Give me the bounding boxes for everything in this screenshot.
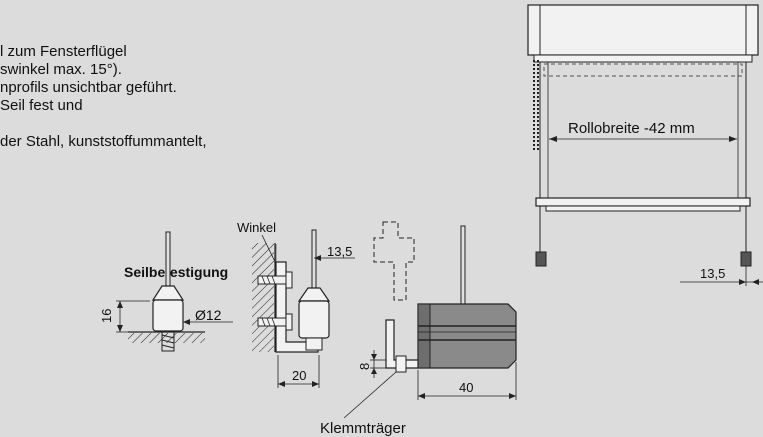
cylinder [298, 300, 330, 339]
text-line-3: nprofils unsichtbar geführt. [0, 79, 177, 96]
seilbefestigung-label: Seilbefestigung [124, 264, 228, 280]
klemmtraeger-leader [343, 371, 397, 419]
weight-left [535, 251, 547, 267]
klemmtraeger-label: Klemmträger [320, 420, 406, 437]
winkel-drawing: Winkel 13,5 20 [237, 220, 355, 388]
winkel-label: Winkel [237, 220, 276, 235]
wall-hatch [252, 243, 274, 352]
rollobreite-label: Rollobreite -42 mm [568, 120, 695, 137]
weight-right [740, 251, 752, 267]
cylinder [152, 299, 184, 332]
dim-13-5-winkel: 13,5 [327, 244, 352, 259]
rope [165, 231, 171, 287]
rollo-frame [527, 4, 759, 56]
bottom-bar [535, 197, 751, 207]
text-line-4: Seil fest und [0, 97, 83, 114]
rope [460, 225, 466, 305]
ground-hatch [128, 333, 205, 343]
dim-40: 40 [459, 380, 473, 395]
dim-8: 8 [357, 363, 372, 370]
rope [311, 229, 317, 289]
seilbefestigung-drawing: Seilbefestigung 16 Ø12 [99, 231, 233, 352]
dim-13-5-rollo: 13,5 [700, 266, 725, 281]
rollo-drawing: Rollobreite -42 mm 13,5 [527, 4, 763, 286]
cone [151, 285, 185, 301]
nut [305, 337, 323, 351]
dim-20: 20 [292, 368, 306, 383]
klemmtraeger-drawing: 8 40 Klemmträger [320, 221, 517, 437]
text-line-1: l zum Fensterflügel [0, 43, 127, 60]
fabric-roll [543, 63, 743, 77]
ghost-part [373, 221, 415, 301]
text-line-2: swinkel max. 15°). [0, 61, 122, 78]
clamp-body [417, 303, 517, 369]
dim-diameter-12: Ø12 [195, 307, 222, 323]
dim-16: 16 [99, 309, 114, 323]
text-line-5: der Stahl, kunststoffummantelt, [0, 133, 207, 150]
